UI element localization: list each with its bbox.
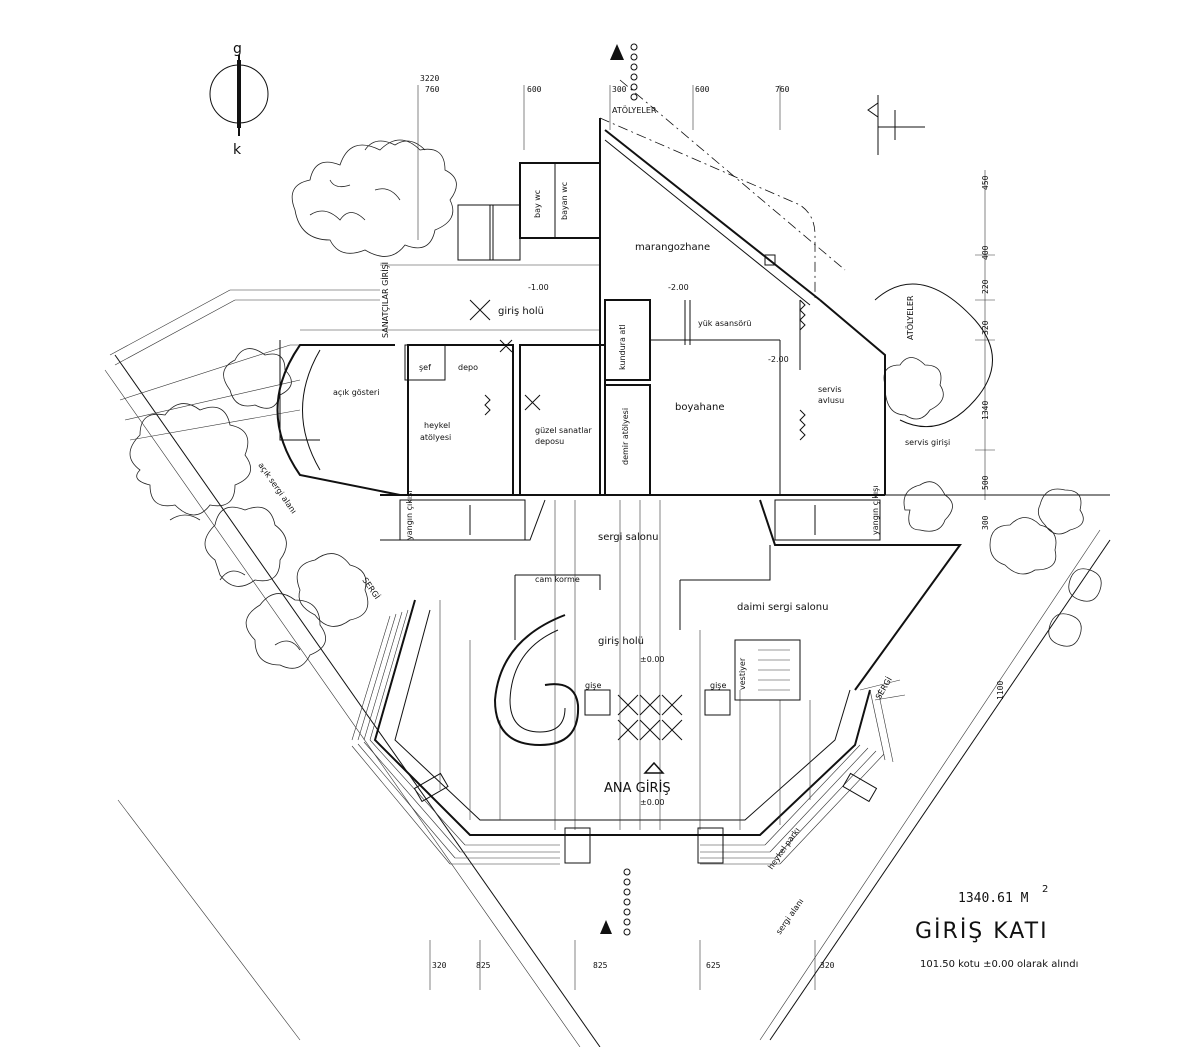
tree-cluster-top-left	[292, 140, 456, 256]
daimi-sergi-salonu-label: daimi sergi salonu	[737, 602, 828, 613]
bayan-wc-label: bayan wc	[560, 182, 569, 220]
vestiyer-label: vestiyer	[738, 657, 747, 690]
kot-minus-200-label: -2.00	[668, 283, 689, 292]
gise-right-label: gişe	[710, 681, 726, 690]
svg-text:300: 300	[981, 515, 990, 530]
site-boundary	[105, 80, 1110, 1047]
svg-text:600: 600	[695, 85, 710, 94]
dimension-lines	[418, 85, 995, 990]
lower-hall-walls	[352, 500, 960, 864]
section-mark-right	[868, 95, 925, 155]
depo-label: depo	[458, 363, 478, 372]
yangin-cikisi-right-label: yangın çıkışı	[871, 486, 880, 536]
marangozhane-label: marangozhane	[635, 242, 710, 253]
sanatcilar-girisi-label: SANATÇILAR GİRİŞİ	[380, 262, 390, 338]
sanat-parki-label: açık sergi alanı	[256, 461, 298, 515]
tree-cluster-right	[884, 358, 1101, 647]
dimension-labels: 3220 760 600 300 600 760 450 400 220 320…	[420, 74, 1005, 970]
svg-text:1340: 1340	[981, 401, 990, 420]
demir-atolyesi-label: demir atölyesi	[621, 408, 630, 465]
svg-text:3220: 3220	[420, 74, 439, 83]
level-note: 101.50 kotu ±0.00 olarak alındı	[920, 959, 1078, 970]
section-mark-top: A	[610, 44, 637, 100]
atolyeler-top-label: ATÖLYELER	[612, 105, 657, 115]
svg-text:450: 450	[981, 175, 990, 190]
svg-text:625: 625	[706, 961, 721, 970]
boyahane-label: boyahane	[675, 402, 724, 413]
sergi-salonu-label: sergi salonu	[598, 532, 659, 543]
deposu-label: deposu	[535, 437, 564, 446]
heykel-parki-label: heykel parkı	[766, 826, 801, 871]
svg-text:825: 825	[476, 961, 491, 970]
servis-label: servis	[818, 385, 842, 394]
bay-wc-label: bay wc	[533, 190, 542, 218]
svg-text:760: 760	[425, 85, 440, 94]
svg-text:320: 320	[820, 961, 835, 970]
sergi-left-label: SERGİ	[360, 575, 382, 601]
kot-minus-100-label: -1.00	[528, 283, 549, 292]
svg-text:400: 400	[981, 245, 990, 260]
area-value: 1340.61 M	[958, 891, 1029, 906]
section-mark-bottom	[600, 869, 630, 935]
atolyeler-right-label: ATÖLYELER	[905, 295, 915, 340]
plan-title: GİRİŞ KATI	[915, 918, 1049, 944]
svg-text:825: 825	[593, 961, 608, 970]
servis-girisi-label: servis girişi	[905, 438, 950, 447]
cam-korme-label: cam korme	[535, 575, 580, 584]
title-block: 1340.61 M 2 GİRİŞ KATI 101.50 kotu ±0.00…	[915, 884, 1078, 970]
heykel-label: heykel	[424, 421, 450, 430]
svg-text:500: 500	[981, 475, 990, 490]
svg-text:320: 320	[432, 961, 447, 970]
north-compass: g k	[210, 41, 268, 158]
svg-text:300: 300	[612, 85, 627, 94]
ana-giris-label: ANA GİRİŞ	[604, 780, 671, 796]
kundura-atl-label: kundura atl	[618, 324, 627, 370]
area-superscript: 2	[1042, 884, 1048, 895]
svg-text:220: 220	[981, 279, 990, 294]
atolyesi-label: atölyesi	[420, 433, 451, 442]
svg-text:760: 760	[775, 85, 790, 94]
giris-holu-main-label: giriş holü	[598, 636, 644, 647]
giris-holu-top-label: giriş holü	[498, 306, 544, 317]
guzel-sanatlar-label: güzel sanatlar	[535, 426, 592, 435]
yangin-cikisi-left-label: yangın çıkışı	[405, 491, 414, 541]
avlusu-label: avlusu	[818, 396, 844, 405]
svg-text:320: 320	[981, 320, 990, 335]
left-walkway	[110, 265, 600, 440]
kot-000-a-label: ±0.00	[640, 655, 665, 664]
yuk-asansoru-label: yük asansörü	[698, 319, 751, 328]
sergi-alani-right-label: sergi alanı	[774, 897, 805, 936]
upper-wing-walls	[278, 118, 1111, 540]
compass-bottom-letter: k	[233, 142, 242, 158]
tree-cluster-left	[130, 349, 368, 669]
svg-text:1100: 1100	[996, 681, 1005, 700]
svg-text:600: 600	[527, 85, 542, 94]
room-labels: ATÖLYELER marangozhane bay wc bayan wc S…	[256, 105, 950, 936]
kot-000-b-label: ±0.00	[640, 798, 665, 807]
kot-minus-200-b-label: -2.00	[768, 355, 789, 364]
sef-label: şef	[419, 363, 431, 372]
compass-top-letter: g	[233, 41, 242, 57]
gise-left-label: gişe	[585, 681, 601, 690]
acik-gosteri-label: açık gösteri	[333, 388, 379, 397]
